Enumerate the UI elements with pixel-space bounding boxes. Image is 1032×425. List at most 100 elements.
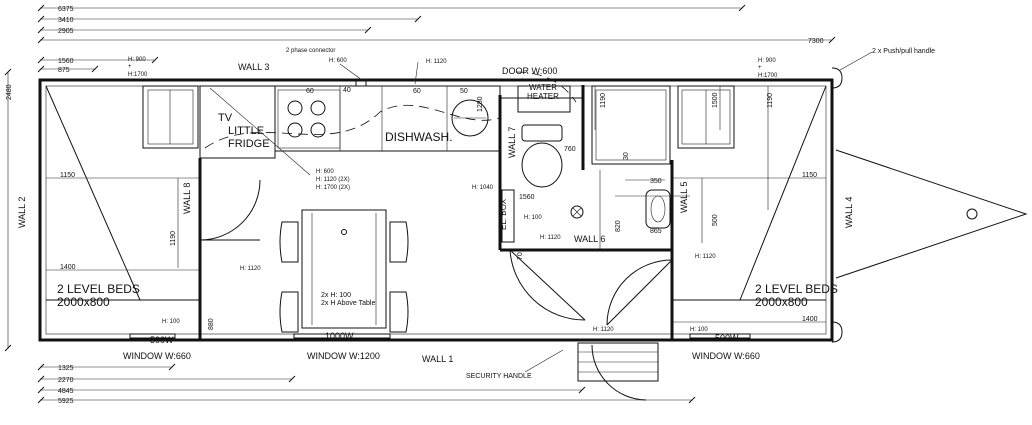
beds-left-size: 2000x800: [57, 295, 110, 309]
wall-5-label: WALL 5: [679, 182, 689, 213]
el-box-label: EL. BOX: [499, 198, 508, 230]
beds-right-title: 2 LEVEL BEDS: [755, 282, 838, 296]
dim-1500: 1500: [712, 92, 719, 108]
fridge-label: FRIDGE: [228, 138, 270, 150]
window-right-label: WINDOW W:660: [692, 351, 760, 361]
door-label: DOOR W:600: [502, 66, 557, 76]
top-dimension-lines: [37, 4, 836, 73]
heater-500w-right: [689, 333, 751, 339]
dim-7300: 7300: [808, 38, 824, 45]
socket-left-h900: H: 900: [128, 57, 146, 63]
dim-1190-right: 1190: [767, 93, 774, 108]
dim-865: 865: [650, 228, 662, 235]
beds-right-size: 2000x800: [755, 295, 808, 309]
wall-7-label: WALL 7: [507, 127, 517, 158]
dim-1150-right: 1150: [802, 172, 817, 179]
wall-2-label: WALL 2: [17, 197, 27, 228]
door-swings: [199, 71, 673, 401]
right-wardrobe: [677, 85, 735, 149]
h1040-label: H: 1040: [472, 185, 494, 191]
window-mid-label: WINDOW W:1200: [307, 351, 380, 361]
water-label: WATER: [529, 83, 557, 92]
entrance-steps: [577, 342, 659, 382]
dim-60b: 60: [413, 88, 421, 95]
left-bunk-bed: [45, 85, 200, 301]
wall-4-label: WALL 4: [844, 197, 854, 228]
push-pull-label: 2 x Push/pull handle: [872, 48, 935, 55]
security-handle-label: SECURITY HANDLE: [466, 373, 532, 380]
fridge-socket-h600: H: 600: [316, 169, 334, 175]
tow-hitch: [835, 149, 1028, 279]
push-pull-handle-icon: [831, 51, 873, 343]
dim-1400-left: 1400: [60, 264, 76, 271]
table-note-2: 2x H Above Table: [321, 300, 375, 307]
heater-1000w-label: 1000W: [325, 331, 354, 341]
dim-4845: 4845: [58, 388, 74, 395]
dining-table: [279, 209, 409, 333]
beds-left-title: 2 LEVEL BEDS: [57, 282, 140, 296]
dim-40: 40: [343, 87, 351, 94]
dim-30: 30: [623, 152, 630, 160]
two-phase-label: 2 phase connector: [286, 48, 335, 54]
dim-820: 820: [615, 220, 622, 232]
wall-1-label: WALL 1: [422, 354, 453, 364]
dim-3410: 3410: [58, 17, 74, 24]
dim-50: 50: [460, 88, 468, 95]
h100-left-label: H: 100: [162, 319, 180, 325]
dim-1325: 1325: [58, 365, 74, 372]
heater-500w-left-label: 500W: [150, 335, 174, 345]
dim-1560: 1560: [58, 58, 74, 65]
table-note-1: 2x H: 100: [321, 292, 351, 299]
h1120-right-label: H: 1120: [695, 254, 716, 260]
inner-dimension-lines: [46, 86, 826, 323]
bathroom: [501, 85, 671, 243]
dim-350: 350: [650, 178, 662, 185]
dim-1400-right: 1400: [802, 316, 818, 323]
dim-2480: 2480: [6, 84, 13, 100]
wall-6-label: WALL 6: [574, 234, 605, 244]
dim-500: 500: [712, 214, 719, 226]
dim-1280: 1280: [477, 96, 484, 112]
heater-1000w: [293, 333, 391, 339]
bottom-dimension-lines: [37, 363, 696, 404]
left-wardrobe: [142, 85, 199, 149]
fridge-leader: [209, 87, 311, 176]
socket-height-top: H: 1120: [426, 59, 447, 65]
fridge-unit: [199, 85, 276, 159]
inner-wall-line: [45, 85, 827, 335]
wall-8-label: WALL 8: [182, 183, 192, 214]
dim-5925: 5925: [58, 398, 74, 405]
heater-label: HEATER: [527, 92, 559, 101]
dim-2270: 2270: [58, 377, 74, 384]
h1120-bath-label: H: 1120: [540, 235, 561, 241]
dim-1190-bath: 1190: [600, 93, 607, 108]
fridge-socket-h1700: H: 1700 (2X): [316, 185, 350, 191]
h100-right-label: H: 100: [690, 327, 708, 333]
h1120-hall-label: H: 1120: [240, 266, 261, 272]
socket-right-h1700: H:1700: [758, 73, 778, 79]
two-phase-connector-icon: [355, 79, 367, 87]
socket-right-plus: +: [758, 65, 762, 71]
dim-1190-left: 1190: [170, 231, 177, 246]
right-bunk-bed: [672, 85, 827, 301]
kitchen-counter: [204, 85, 501, 152]
tv-label: TV: [218, 112, 233, 124]
window-left-label: WINDOW W:660: [123, 351, 191, 361]
socket-right-h900: H: 900: [758, 58, 776, 64]
dim-2905: 2905: [58, 28, 74, 35]
dim-1150-left: 1150: [60, 172, 75, 179]
h1120-door-label: H: 1120: [593, 327, 614, 333]
wall-3-label: WALL 3: [238, 62, 269, 72]
little-label: LITTLE: [228, 125, 264, 137]
dim-760: 760: [564, 146, 576, 153]
dishwasher-label: DISHWASH.: [385, 130, 453, 144]
dim-875: 875: [58, 67, 70, 74]
h100-bath-label: H: 100: [524, 215, 542, 221]
dim-60a: 60: [306, 88, 314, 95]
two-phase-height: H: 600: [329, 58, 347, 64]
dim-880: 880: [208, 318, 215, 330]
fridge-socket-h1120: H: 1120 (2X): [316, 177, 350, 183]
outer-wall: [38, 78, 834, 342]
interior-walls: [198, 85, 674, 340]
